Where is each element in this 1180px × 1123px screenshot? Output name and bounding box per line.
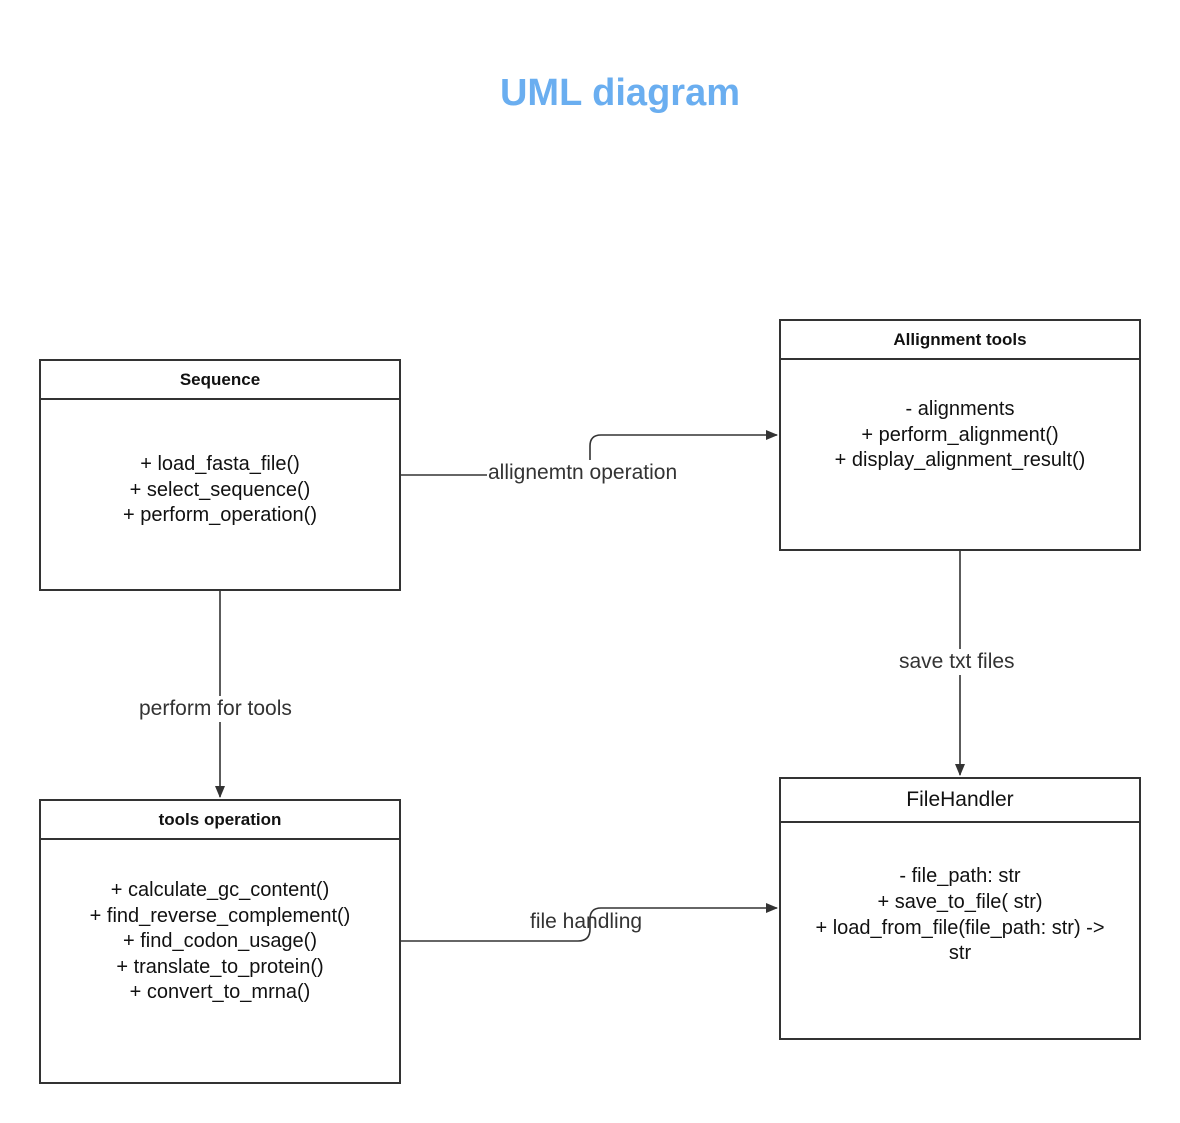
class-alignment-tools-members: - alignments + perform_alignment() + dis…	[781, 360, 1139, 549]
class-tools-operation-members: + calculate_gc_content() + find_reverse_…	[41, 840, 399, 1082]
class-member: - alignments	[905, 398, 1015, 421]
class-alignment-tools-name: Allignment tools	[893, 329, 1027, 349]
class-member: + perform_alignment()	[861, 423, 1059, 446]
class-alignment-tools[interactable]: Allignment tools - alignments + perform_…	[779, 319, 1141, 551]
class-member: str	[948, 942, 972, 965]
class-member: + find_codon_usage()	[122, 930, 318, 953]
class-member: + display_alignment_result()	[834, 449, 1086, 472]
edge-label-perform-for-tools: perform for tools	[138, 696, 293, 722]
class-file-handler-name: FileHandler	[906, 788, 1014, 811]
edge-label-file-handling: file handling	[530, 910, 643, 933]
class-member: + translate_to_protein()	[116, 955, 324, 978]
class-file-handler-header: FileHandler	[781, 779, 1139, 823]
class-sequence-members: + load_fasta_file() + select_sequence() …	[41, 400, 399, 589]
class-sequence-name: Sequence	[179, 369, 261, 389]
class-member: + calculate_gc_content()	[110, 879, 330, 902]
edge-label-save-txt-files: save txt files	[898, 649, 1016, 675]
class-member: + load_fasta_file()	[140, 453, 300, 476]
class-member: - file_path: str	[899, 865, 1021, 888]
class-tools-operation[interactable]: tools operation + calculate_gc_content()…	[39, 799, 401, 1084]
class-member: + perform_operation()	[123, 504, 317, 527]
class-tools-operation-header: tools operation	[41, 801, 399, 840]
class-sequence[interactable]: Sequence + load_fasta_file() + select_se…	[39, 359, 401, 591]
class-member: + find_reverse_complement()	[89, 904, 351, 927]
diagram-title: UML diagram	[499, 72, 740, 114]
class-member: + save_to_file( str)	[877, 890, 1043, 913]
edge-label-alignment-operation: allignemtn operation	[487, 460, 679, 486]
class-member: + convert_to_mrna()	[129, 981, 311, 1004]
class-sequence-header: Sequence	[41, 361, 399, 400]
class-file-handler-members: - file_path: str + save_to_file( str) + …	[781, 823, 1139, 1038]
class-member: + load_from_file(file_path: str) ->	[815, 916, 1105, 939]
class-file-handler[interactable]: FileHandler - file_path: str + save_to_f…	[779, 777, 1141, 1040]
class-member: + select_sequence()	[129, 478, 311, 501]
class-alignment-tools-header: Allignment tools	[781, 321, 1139, 360]
class-tools-operation-name: tools operation	[158, 809, 282, 829]
